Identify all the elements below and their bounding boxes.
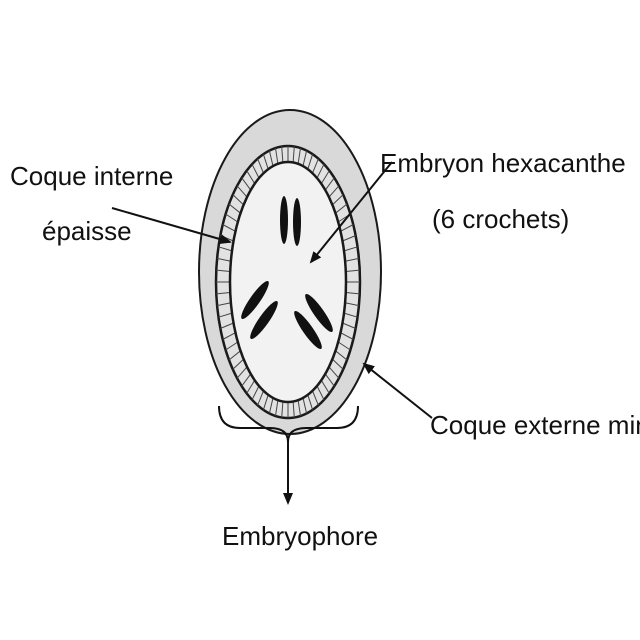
striation-line <box>345 302 359 307</box>
hook <box>293 198 301 246</box>
striation-line <box>225 341 239 351</box>
striation-line <box>217 302 231 307</box>
striation-line <box>302 150 308 167</box>
inner-shell-arrow <box>111 207 232 245</box>
striation-line <box>307 154 314 170</box>
striation-line <box>335 203 348 214</box>
striation-line <box>232 194 244 206</box>
striation-line <box>320 380 330 394</box>
striation-line <box>324 373 335 387</box>
outer-shell-arrow <box>362 362 433 419</box>
striation-line <box>251 163 260 179</box>
striation-line <box>328 185 340 198</box>
striation-line <box>337 341 351 351</box>
striation-line <box>222 332 236 340</box>
striation-line <box>241 373 252 387</box>
striation-line <box>342 235 356 242</box>
striation-line <box>316 385 325 401</box>
striation-line <box>216 292 231 295</box>
inner-shell-label-line1: Coque interne <box>10 161 173 191</box>
striation-line <box>312 390 319 406</box>
outer-shell-label: Coque externe mince <box>430 410 640 440</box>
striation-line <box>340 332 354 340</box>
striation-line <box>251 385 260 401</box>
embryophore-label: Embryophore <box>222 521 378 551</box>
striation-line <box>320 170 330 184</box>
hook <box>241 280 269 320</box>
striation-line <box>268 397 274 414</box>
embryo-label-line1: Embryon hexacanthe <box>380 148 626 178</box>
striation-line <box>275 400 279 416</box>
striation-line <box>217 257 231 262</box>
striation-line <box>218 312 233 318</box>
hook <box>250 300 278 340</box>
hook <box>280 196 288 244</box>
embryo-label-line2: (6 crochets) <box>432 204 569 234</box>
striation-line <box>216 269 231 272</box>
striation-line <box>262 394 269 410</box>
striation-line <box>312 158 319 174</box>
striation-line <box>222 224 236 232</box>
striation-line <box>232 358 244 370</box>
striation-line <box>257 390 264 406</box>
striation-line <box>328 366 340 379</box>
striation-line <box>345 257 359 262</box>
striation-line <box>236 366 248 379</box>
striation-line <box>332 358 344 370</box>
striation-line <box>343 246 358 252</box>
striation-line <box>332 194 344 206</box>
striation-line <box>316 163 325 179</box>
striation-line <box>335 350 348 361</box>
striation-line <box>307 394 314 410</box>
striation-line <box>236 185 248 198</box>
hook <box>305 293 333 333</box>
hexacanth-embryo <box>228 160 348 404</box>
striation-line <box>262 154 269 170</box>
striation-line <box>228 350 241 361</box>
striation-line <box>297 400 301 416</box>
striation-line <box>281 401 284 418</box>
striation-line <box>246 380 256 394</box>
striation-line <box>302 397 308 414</box>
hook <box>294 310 322 350</box>
striation-line <box>218 246 233 252</box>
striation-line <box>324 177 335 191</box>
striation-line <box>225 213 239 223</box>
striation-line <box>345 292 360 295</box>
striation-line <box>345 269 360 272</box>
striation-line <box>340 224 354 232</box>
striation-line <box>275 148 279 164</box>
embryo-hooks <box>241 196 333 350</box>
striation-line <box>292 401 295 418</box>
striation-line <box>292 146 295 163</box>
striation-line <box>342 322 356 329</box>
striation-line <box>297 148 301 164</box>
striation-line <box>228 203 241 214</box>
striation-line <box>343 312 358 318</box>
striation-line <box>241 177 252 191</box>
striation-line <box>257 158 264 174</box>
striation-line <box>220 322 234 329</box>
striation-line <box>281 146 284 163</box>
striation-line <box>246 170 256 184</box>
embryo-arrow <box>309 161 393 264</box>
striation-line <box>268 150 274 167</box>
inner-shell-label-line2: épaisse <box>42 216 132 246</box>
